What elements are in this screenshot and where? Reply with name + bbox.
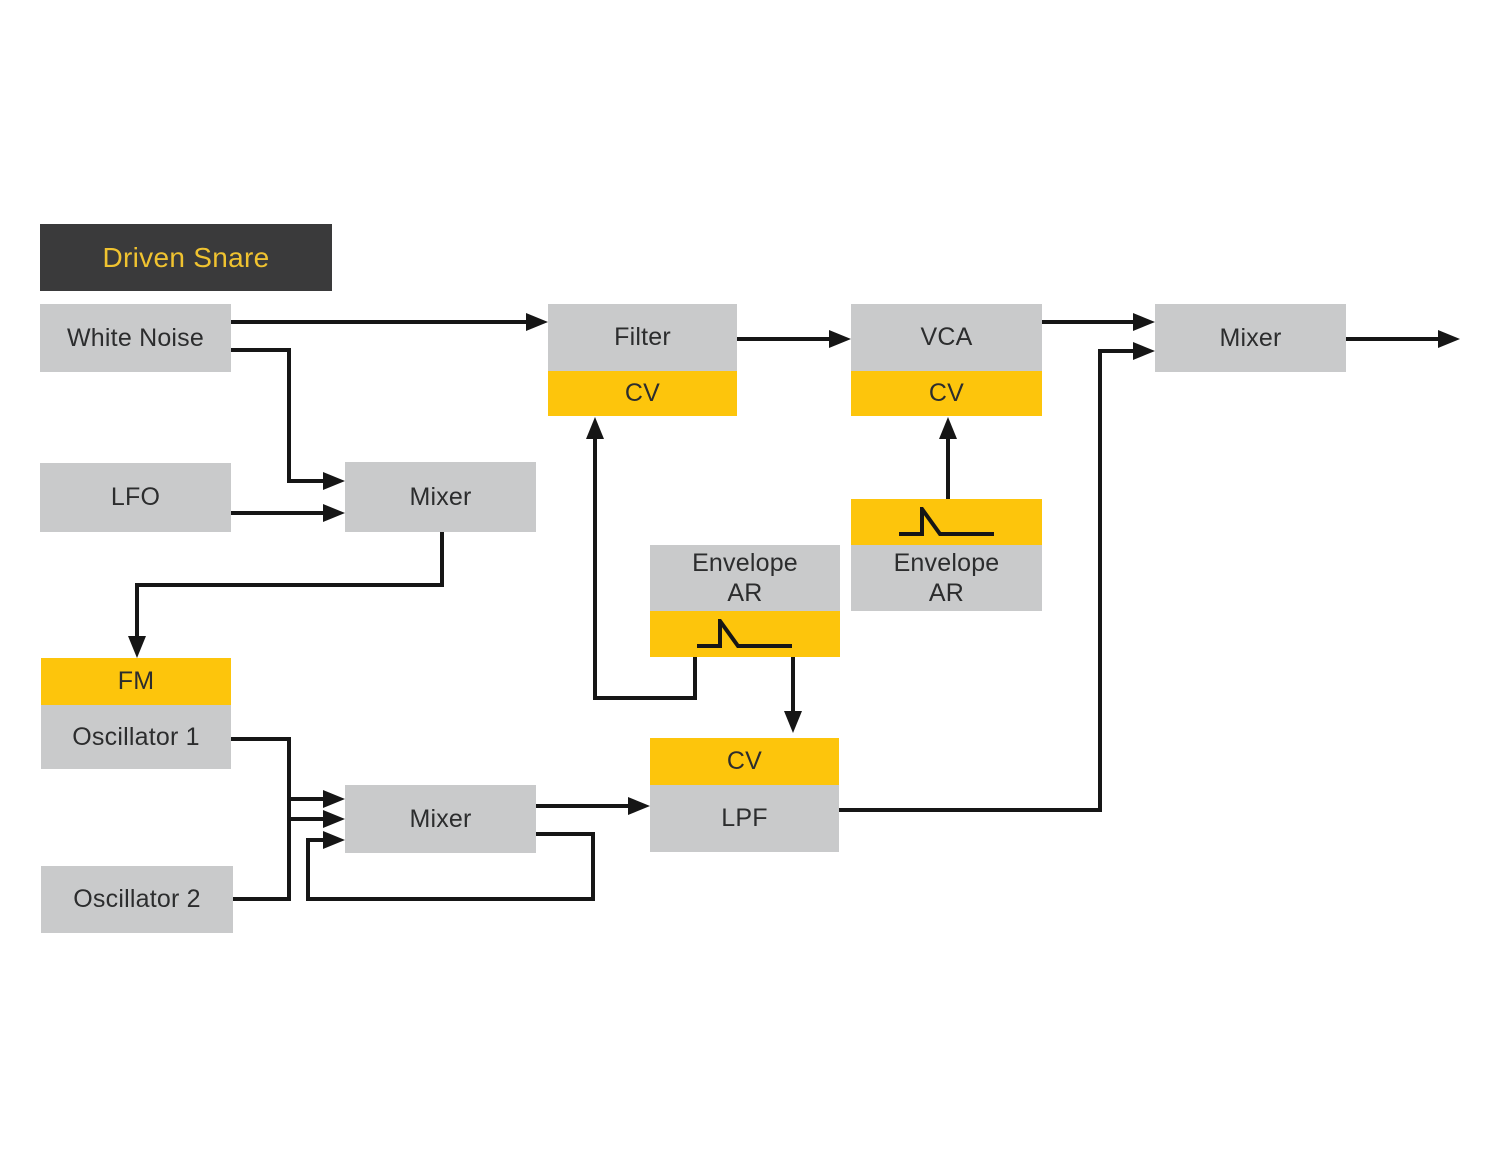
arrowhead <box>628 797 650 815</box>
filter-node: Filter CV <box>548 304 737 416</box>
diagram-title-label: Driven Snare <box>102 241 270 273</box>
envelope-filter-node: Envelope AR <box>650 545 840 657</box>
conn-mixer-fm <box>135 531 444 636</box>
arrowhead <box>323 810 345 828</box>
arrowhead <box>323 831 345 849</box>
arrowhead <box>586 417 604 439</box>
mixer-mid-label: Mixer <box>409 482 472 511</box>
mixer-out-label: Mixer <box>1219 323 1282 352</box>
oscillator2-node: Oscillator 2 <box>41 866 233 933</box>
lfo-label: LFO <box>110 483 161 511</box>
vca-cv-label: CV <box>928 379 965 407</box>
mixer-low-label: Mixer <box>409 804 472 833</box>
filter-body: Filter <box>548 304 737 371</box>
lfo-node: LFO <box>40 463 231 532</box>
arrowhead <box>323 790 345 808</box>
ar-envelope-icon <box>697 619 792 648</box>
vca-body: VCA <box>851 304 1042 371</box>
envelope-vca-cv-strip <box>851 499 1042 545</box>
fm-label: FM <box>117 667 155 695</box>
lpf-body: LPF <box>650 785 839 852</box>
lpf-label: LPF <box>721 804 768 832</box>
white-noise-label: White Noise <box>67 323 204 352</box>
arrowhead <box>323 504 345 522</box>
ar-envelope-icon <box>898 507 994 536</box>
lpf-node: CV LPF <box>650 738 839 852</box>
arrowhead <box>939 417 957 439</box>
white-noise-node: White Noise <box>40 304 231 372</box>
mixer-low-node: Mixer <box>345 785 536 853</box>
envelope-vca-label: Envelope AR <box>893 549 1000 607</box>
arrowhead <box>829 330 851 348</box>
arrowhead <box>323 472 345 490</box>
conn-envelope-filter-cv <box>593 439 697 700</box>
conn-osc1-mixer <box>231 737 325 819</box>
arrowhead <box>526 313 548 331</box>
mixer-mid-node: Mixer <box>345 462 536 532</box>
oscillator1-body: Oscillator 1 <box>41 705 231 769</box>
arrowhead <box>784 711 802 733</box>
arrowhead <box>1133 313 1155 331</box>
arrowhead <box>1438 330 1460 348</box>
filter-label: Filter <box>614 323 671 351</box>
conn-osc2-mixer <box>231 817 325 901</box>
oscillator1-node: FM Oscillator 1 <box>41 658 231 769</box>
fm-input-strip: FM <box>41 658 231 705</box>
conn-lpf-mixerout <box>839 349 1135 812</box>
lpf-cv-strip: CV <box>650 738 839 785</box>
oscillator2-label: Oscillator 2 <box>73 885 201 913</box>
mixer-out-node: Mixer <box>1155 304 1346 372</box>
filter-cv-label: CV <box>624 379 661 407</box>
diagram-title: Driven Snare <box>40 224 332 291</box>
vca-cv-strip: CV <box>851 371 1042 416</box>
envelope-filter-body: Envelope AR <box>650 545 840 611</box>
vca-label: VCA <box>920 323 973 351</box>
envelope-filter-cv-strip <box>650 611 840 657</box>
oscillator1-label: Oscillator 1 <box>72 722 200 751</box>
arrowhead <box>128 636 146 658</box>
envelope-vca-body: Envelope AR <box>851 545 1042 611</box>
filter-cv-strip: CV <box>548 371 737 416</box>
conn-whitenoise-mixer <box>231 348 325 483</box>
lpf-cv-label: CV <box>726 747 763 775</box>
vca-node: VCA CV <box>851 304 1042 416</box>
conn-mixer-feedback <box>306 832 595 901</box>
envelope-vca-node: Envelope AR <box>851 499 1042 611</box>
arrowhead <box>1133 342 1155 360</box>
envelope-filter-label: Envelope AR <box>692 549 798 607</box>
